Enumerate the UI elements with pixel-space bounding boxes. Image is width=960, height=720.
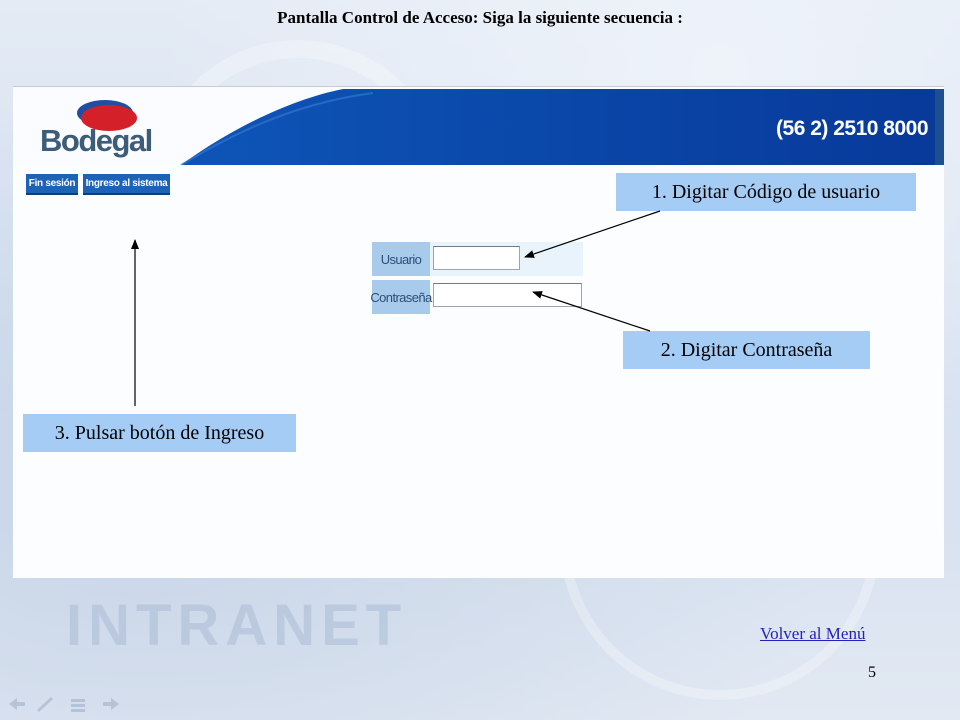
- menu-icon[interactable]: [71, 699, 85, 712]
- password-input[interactable]: [433, 283, 582, 307]
- page-number: 5: [868, 664, 876, 681]
- logo-text: Bodegal: [40, 123, 153, 158]
- username-input[interactable]: [433, 246, 520, 270]
- callout-step2: 2. Digitar Contraseña: [623, 331, 870, 369]
- login-system-button[interactable]: Ingreso al sistema: [83, 174, 170, 195]
- app-header: Bodegal (56 2) 2510 8000: [13, 87, 944, 165]
- next-arrow-icon[interactable]: [103, 698, 119, 710]
- phone-number: (56 2) 2510 8000: [776, 117, 928, 140]
- slide-title: Pantalla Control de Acceso: Siga la sigu…: [277, 8, 683, 27]
- pen-icon[interactable]: [37, 697, 53, 712]
- username-label: Usuario: [372, 242, 430, 276]
- back-to-menu-link[interactable]: Volver al Menú: [760, 624, 866, 643]
- callout-step3: 3. Pulsar botón de Ingreso: [23, 414, 296, 452]
- header-banner: [180, 89, 944, 165]
- slide-nav-icons: [9, 697, 119, 712]
- password-label: Contraseña: [370, 280, 432, 314]
- callout-step1: 1. Digitar Código de usuario: [616, 173, 916, 211]
- previous-arrow-icon[interactable]: [9, 698, 25, 710]
- bodegal-logo: Bodegal: [39, 95, 169, 161]
- background-watermark: INTRANET: [66, 593, 408, 658]
- logout-button[interactable]: Fin sesión: [26, 174, 78, 195]
- logo-emblem-icon: [77, 100, 137, 131]
